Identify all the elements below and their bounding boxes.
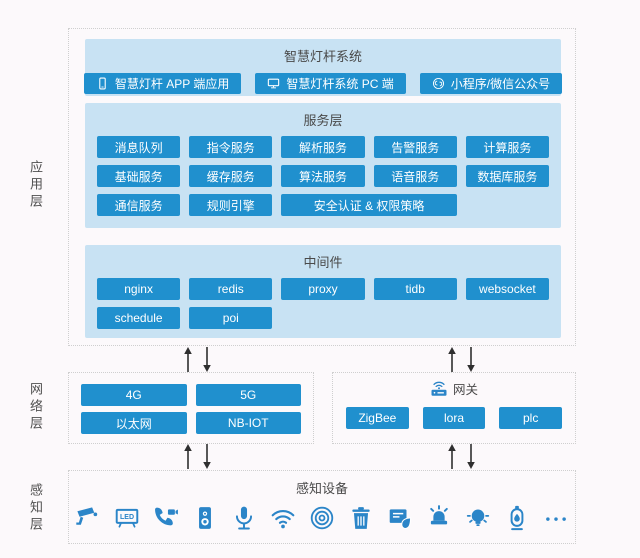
more-icon (543, 505, 569, 531)
perception-title: 感知设备 (295, 481, 348, 496)
system-panel: 智慧灯杆系统 智慧灯杆 APP 端应用 智慧灯杆系统 PC 端 小程序/微信公众… (83, 39, 563, 96)
system-panel-title: 智慧灯杆系统 (283, 49, 362, 64)
alarm-light-icon (426, 505, 452, 531)
service-chip: 缓存服务 (189, 165, 273, 187)
arrow-down-icon (203, 347, 211, 372)
pc-client-label: 智慧灯杆系统 PC 端 (286, 77, 394, 91)
network-chip-4g: 4G (81, 384, 187, 406)
arrow-up-icon (184, 444, 192, 469)
miniprogram-label: 小程序/微信公众号 (450, 77, 551, 91)
middleware-chip: schedule (97, 307, 181, 329)
smart-light-icon (465, 505, 491, 531)
middleware-chip: websocket (465, 278, 549, 300)
service-layer-panel: 服务层 消息队列 指令服务 解析服务 告警服务 计算服务 基础服务 缓存服务 算… (85, 103, 561, 228)
video-call-phone-icon (153, 505, 179, 531)
app-client-label: 智慧灯杆 APP 端应用 (114, 77, 230, 91)
sensor-rings-icon (309, 505, 335, 531)
network-chip-plc: plc (499, 407, 563, 429)
network-chip-lora: lora (422, 407, 486, 429)
gateway-label: 网关 (452, 383, 478, 397)
miniprogram-icon (432, 78, 444, 89)
service-chip: 规则引擎 (189, 194, 273, 216)
service-grid: 消息队列 指令服务 解析服务 告警服务 计算服务 基础服务 缓存服务 算法服务 … (85, 129, 561, 216)
middleware-title: 中间件 (303, 255, 343, 270)
microphone-icon (231, 505, 257, 531)
network-perception-arrows-left (183, 444, 212, 469)
gateway-row: 网关 (333, 379, 575, 398)
speaker-icon (192, 505, 218, 531)
service-chip-security: 安全认证 & 权限策略 (281, 194, 457, 216)
service-chip: 消息队列 (97, 136, 181, 158)
charging-pile-icon (504, 505, 530, 531)
cctv-camera-icon (75, 505, 101, 531)
service-chip: 通信服务 (97, 194, 181, 216)
service-chip: 告警服务 (373, 136, 457, 158)
service-chip: 解析服务 (281, 136, 365, 158)
network-layer-label: 网络层 (28, 382, 43, 433)
app-network-arrows-left (183, 347, 212, 372)
perception-layer-label: 感知层 (28, 483, 43, 534)
network-gateway-box: 网关 ZigBee lora plc (332, 372, 576, 444)
arrow-up-icon (184, 347, 192, 372)
arrow-down-icon (467, 347, 475, 372)
middleware-chip: poi (189, 307, 273, 329)
system-client-row: 智慧灯杆 APP 端应用 智慧灯杆系统 PC 端 小程序/微信公众号 (83, 73, 563, 94)
middleware-grid: nginx redis proxy tidb websocket schedul… (85, 271, 561, 329)
application-layer-label: 应用层 (28, 160, 43, 211)
trash-bin-icon (348, 505, 374, 531)
middleware-chip: nginx (97, 278, 181, 300)
network-chip-ethernet: 以太网 (81, 412, 187, 434)
middleware-chip: redis (189, 278, 273, 300)
environment-monitor-icon (387, 505, 413, 531)
service-layer-title: 服务层 (303, 113, 343, 128)
arrow-down-icon (203, 444, 211, 469)
service-chip: 计算服务 (465, 136, 549, 158)
network-chip-nbiot: NB-IOT (195, 412, 301, 434)
middleware-chip: proxy (281, 278, 365, 300)
perception-box: 感知设备 LED (68, 470, 576, 544)
gateway-router-icon (431, 381, 447, 396)
wifi-icon (270, 505, 296, 531)
network-left-box: 4G 5G 以太网 NB-IOT (68, 372, 314, 444)
service-chip: 语音服务 (373, 165, 457, 187)
arrow-down-icon (467, 444, 475, 469)
service-chip: 算法服务 (281, 165, 365, 187)
network-grid: 4G 5G 以太网 NB-IOT (69, 373, 313, 434)
led-screen-icon: LED (114, 505, 140, 531)
network-chip-5g: 5G (195, 384, 301, 406)
network-chip-zigbee: ZigBee (346, 407, 409, 429)
gateway-protocols-row: ZigBee lora plc (333, 398, 575, 429)
pc-client-chip: 智慧灯杆系统 PC 端 (255, 73, 406, 94)
app-network-arrows-right (447, 347, 476, 372)
app-client-chip: 智慧灯杆 APP 端应用 (83, 73, 242, 94)
mobile-icon (99, 77, 106, 90)
device-icon-row: LED (69, 505, 575, 531)
application-layer-box: 智慧灯杆系统 智慧灯杆 APP 端应用 智慧灯杆系统 PC 端 小程序/微信公众… (68, 28, 576, 346)
service-chip: 基础服务 (97, 165, 181, 187)
miniprogram-chip: 小程序/微信公众号 (419, 73, 563, 94)
service-chip: 指令服务 (189, 136, 273, 158)
svg-text:LED: LED (120, 514, 134, 521)
arrow-up-icon (448, 347, 456, 372)
arrow-up-icon (448, 444, 456, 469)
service-chip: 数据库服务 (465, 165, 549, 187)
network-perception-arrows-right (447, 444, 476, 469)
middleware-panel: 中间件 nginx redis proxy tidb websocket sch… (85, 245, 561, 338)
middleware-chip: tidb (373, 278, 457, 300)
monitor-icon (268, 78, 280, 89)
